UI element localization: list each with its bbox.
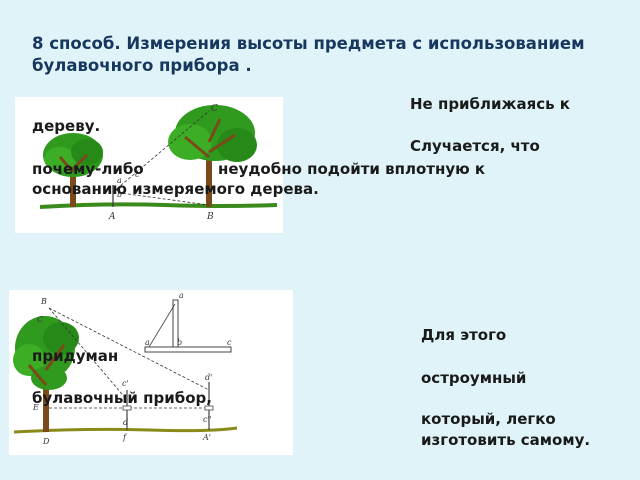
pin-diagonal <box>148 303 176 348</box>
pin-base-board <box>144 346 232 353</box>
block2-line2: придуман <box>32 347 119 365</box>
ground-line <box>13 426 238 434</box>
label-C: C <box>211 104 218 114</box>
sight-line-top <box>112 110 210 193</box>
label-E: E <box>32 403 39 412</box>
label-B: B <box>206 212 214 222</box>
tree-measure-figure: C A B a b c <box>15 97 283 233</box>
label-ruler-a: a <box>145 338 150 347</box>
two-trees-illustration: C A B a b c <box>39 104 278 222</box>
label-c: c <box>135 170 140 179</box>
block1-line1: Не приближаясь к <box>410 95 570 113</box>
big-tree <box>168 105 257 207</box>
label-f: f <box>122 433 128 442</box>
label-ruler-b: b <box>177 338 182 347</box>
block2-line4: булавочный прибор, <box>32 389 212 407</box>
label-B: B <box>40 297 47 306</box>
block1-line4: почему-либо <box>32 160 144 178</box>
block1-line2: дереву. <box>32 117 101 135</box>
label-pin-a: a <box>179 291 184 300</box>
slide-title: 8 способ. Измерения высоты предмета с ис… <box>32 34 585 75</box>
block1-line6: основанию измеряемого дерева. <box>32 180 319 198</box>
sight-line-base <box>112 191 210 206</box>
measured-tree <box>13 316 79 432</box>
ground-line <box>39 202 278 209</box>
label-c2: c'' <box>203 415 212 424</box>
pin-device-figure: B C D E a a b c c' d' d f c'' A' <box>9 290 293 455</box>
block1-line5: неудобно подойти вплотную к <box>218 160 486 178</box>
label-ruler-c: c <box>227 338 232 347</box>
label-A: A <box>108 212 116 222</box>
pin-device-illustration: B C D E a a b c c' d' d f c'' A' <box>13 291 238 446</box>
label-C: C <box>37 315 43 324</box>
label-d1: d' <box>205 373 212 382</box>
block2-line5: который, легко <box>421 410 556 428</box>
label-D: D <box>42 437 50 446</box>
label-c1: c' <box>122 379 129 388</box>
block2-line6: изготовить самому. <box>421 431 591 449</box>
block2-line3: остроумный <box>421 369 527 387</box>
label-a: a <box>117 176 122 185</box>
block1-line3: Случается, что <box>410 137 540 155</box>
label-b: b <box>117 190 122 199</box>
label-A1: A' <box>202 433 211 442</box>
small-tree <box>43 133 103 207</box>
block2-line1: Для этого <box>421 326 507 344</box>
label-d: d <box>123 418 128 427</box>
